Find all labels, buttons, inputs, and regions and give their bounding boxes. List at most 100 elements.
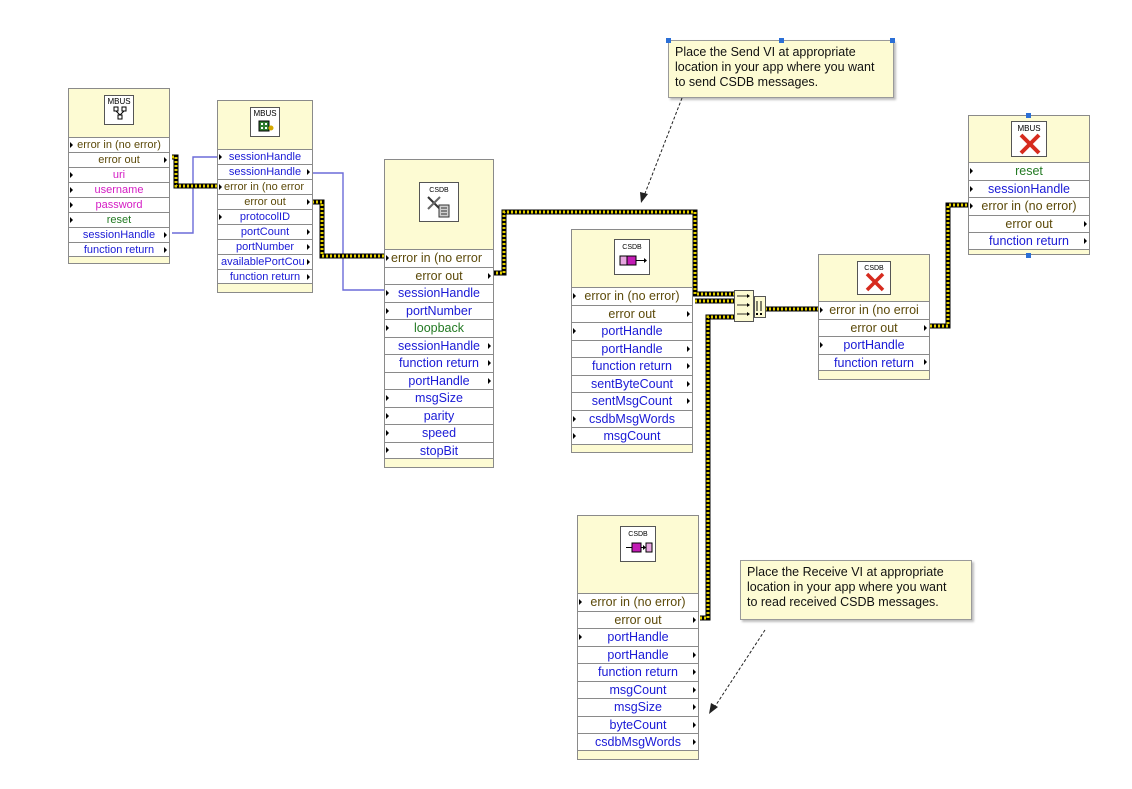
reference-wires [172,156,384,291]
terminal-label: byteCount [609,717,667,732]
terminal-msg-count[interactable]: msgCount [572,427,692,445]
terminal-error-out[interactable]: error out [218,194,312,209]
terminal-session-handle[interactable]: sessionHandle [969,179,1089,197]
terminal-label: sessionHandle [228,166,302,178]
terminal-error-in[interactable]: error in (no error) [572,287,692,305]
terminal-username[interactable]: username [69,182,169,197]
receive-vi-note[interactable]: Place the Receive VI at appropriate loca… [740,560,972,620]
terminal-parity[interactable]: parity [385,406,493,424]
terminal-port-number[interactable]: portNumber [218,239,312,254]
terminal-function-return[interactable]: function return [69,242,169,257]
terminal-port-count[interactable]: portCount [218,224,312,239]
tools-wrench-icon: CSDB [419,182,459,222]
terminal-port-handle-in[interactable]: portHandle [578,628,698,646]
terminal-session-handle-in[interactable]: sessionHandle [385,284,493,302]
send-arrow-icon: CSDB [614,239,650,275]
terminal-session-handle-in[interactable]: sessionHandle [218,149,312,164]
terminal-speed[interactable]: speed [385,424,493,442]
terminal-port-handle-out[interactable]: portHandle [572,339,692,357]
terminal-label: reset [106,214,132,226]
terminal-label: msgCount [603,429,661,443]
terminal-label: msgCount [609,682,667,697]
csdb-send-vi[interactable]: CSDB error in (no error) error out portH… [571,229,693,453]
terminal-label: portHandle [408,373,470,388]
terminal-port-handle-in[interactable]: portHandle [572,322,692,340]
terminal-uri[interactable]: uri [69,167,169,182]
terminal-byte-count[interactable]: byteCount [578,715,698,733]
terminal-function-return[interactable]: function return [218,269,312,284]
terminal-port-handle[interactable]: portHandle [819,336,929,354]
terminal-error-out[interactable]: error out [69,152,169,167]
terminal-function-return[interactable]: function return [969,232,1089,250]
terminal-error-in[interactable]: error in (no error) [969,197,1089,215]
terminal-label: msgSize [614,700,662,714]
terminal-available-port-count[interactable]: availablePortCou [218,254,312,269]
terminal-csdb-msg-words[interactable]: csdbMsgWords [572,409,692,427]
terminal-port-handle[interactable]: portHandle [385,371,493,389]
terminal-label: error in (no error [391,251,482,265]
terminal-loopback[interactable]: loopback [385,319,493,337]
terminal-error-out[interactable]: error out [572,304,692,322]
terminal-error-in[interactable]: error in (no error [218,179,312,194]
terminal-label: msgSize [415,391,463,405]
terminal-msg-size[interactable]: msgSize [578,698,698,716]
selection-handle[interactable] [1026,113,1031,118]
ref-wire-session-1[interactable] [172,156,217,234]
terminal-function-return[interactable]: function return [572,357,692,375]
terminal-reset[interactable]: reset [69,212,169,227]
csdb-open-vi[interactable]: CSDB error in (no error error out sessio… [384,159,494,468]
terminal-error-in[interactable]: error in (no erroi [819,301,929,319]
merge-errors-output[interactable] [754,296,766,318]
csdb-receive-vi[interactable]: CSDB error in (no error) error out portH… [577,515,699,760]
terminal-sent-msg-count[interactable]: sentMsgCount [572,392,692,410]
terminal-error-out[interactable]: error out [578,610,698,628]
terminal-sent-byte-count[interactable]: sentByteCount [572,374,692,392]
terminal-error-in[interactable]: error in (no error [385,249,493,267]
merge-errors-output-icon [756,301,762,315]
terminal-label: error out [244,196,286,208]
terminal-function-return[interactable]: function return [578,663,698,681]
terminal-session-handle[interactable]: sessionHandle [69,227,169,242]
red-x-close-icon: CSDB [857,261,891,295]
terminal-session-handle-out[interactable]: sessionHandle [218,164,312,179]
port-config-icon: MBUS [250,107,280,137]
terminal-stop-bit[interactable]: stopBit [385,441,493,459]
terminal-port-number[interactable]: portNumber [385,301,493,319]
mbus-open-vi[interactable]: MBUS error in (no error) error out uri u… [68,88,170,264]
ref-wire-session-2[interactable] [312,172,384,291]
selection-handle[interactable] [1026,253,1031,258]
terminal-error-in[interactable]: error in (no error) [69,137,169,152]
terminal-session-handle-out[interactable]: sessionHandle [385,336,493,354]
terminal-error-out[interactable]: error out [969,214,1089,232]
terminal-msg-count[interactable]: msgCount [578,680,698,698]
terminal-label: function return [229,271,301,283]
terminal-csdb-msg-words[interactable]: csdbMsgWords [578,733,698,751]
send-vi-note[interactable]: Place the Send VI at appropriate locatio… [668,40,894,98]
arrow-heads [640,192,718,714]
terminal-label: csdbMsgWords [589,411,675,426]
mbus-port-vi[interactable]: MBUS sessionHandle sessionHandle error i… [217,100,313,293]
receive-arrow-icon: CSDB [620,526,656,562]
terminal-reset[interactable]: reset [969,162,1089,180]
terminal-error-out[interactable]: error out [385,266,493,284]
terminal-error-out[interactable]: error out [819,318,929,336]
terminal-label: function return [834,355,914,370]
terminal-protocol-id[interactable]: protocolID [218,209,312,224]
terminal-label: error out [1005,216,1053,231]
merge-errors-node[interactable] [734,290,754,322]
terminal-function-return[interactable]: function return [385,354,493,372]
terminal-password[interactable]: password [69,197,169,212]
terminal-label: uri [112,169,126,181]
terminal-label: protocolID [239,211,291,223]
mbus-close-vi[interactable]: MBUS reset sessionHandle error in (no er… [968,115,1090,255]
receive-note-line-2: location in your app where you want [747,580,947,594]
selection-handle[interactable] [666,38,671,43]
terminal-msg-size[interactable]: msgSize [385,389,493,407]
terminal-function-return[interactable]: function return [819,353,929,371]
terminal-label: error in (no erroi [829,303,919,317]
terminal-port-handle-out[interactable]: portHandle [578,645,698,663]
csdb-close-vi[interactable]: CSDB error in (no erroi error out portHa… [818,254,930,380]
selection-handle[interactable] [779,38,784,43]
terminal-error-in[interactable]: error in (no error) [578,593,698,611]
selection-handle[interactable] [890,38,895,43]
